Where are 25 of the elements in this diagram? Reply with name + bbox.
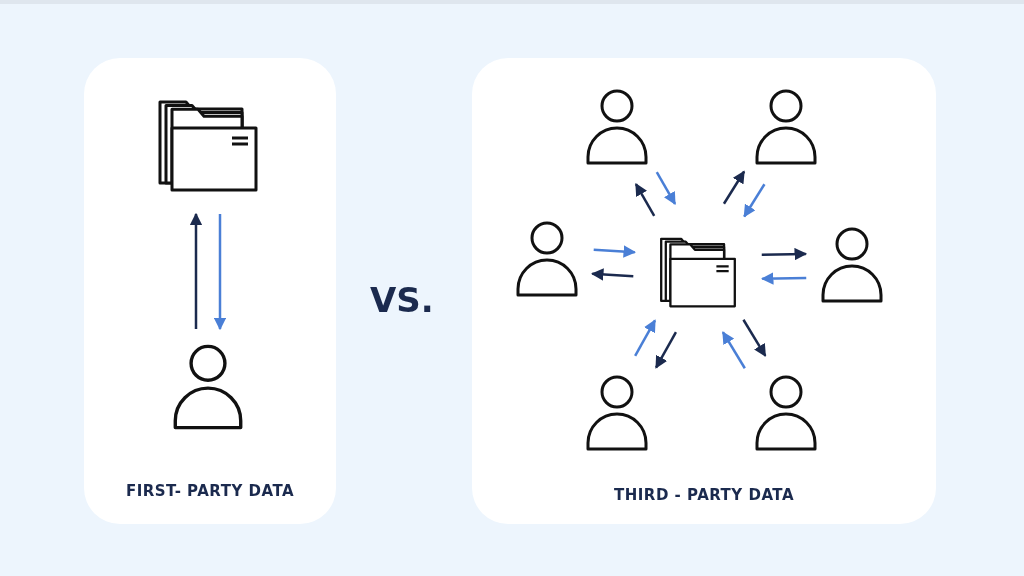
card-title: THIRD - PARTY DATA xyxy=(613,486,795,504)
arrow xyxy=(634,319,657,357)
person-icon xyxy=(754,374,818,452)
arrow xyxy=(761,247,807,261)
card-title: FIRST- PARTY DATA xyxy=(124,482,296,500)
arrow xyxy=(743,183,766,218)
arrow xyxy=(213,214,227,331)
arrow xyxy=(721,331,746,369)
arrow xyxy=(634,183,656,217)
arrow xyxy=(722,170,746,205)
card-panel xyxy=(84,58,336,524)
arrow xyxy=(742,319,767,357)
person-icon xyxy=(820,226,884,304)
versus-label: VS. xyxy=(370,280,434,320)
arrow xyxy=(655,171,677,205)
arrow xyxy=(761,272,807,285)
person-icon xyxy=(515,220,579,298)
arrow xyxy=(189,212,203,329)
arrow xyxy=(655,331,678,369)
person-icon xyxy=(585,88,649,166)
person-icon xyxy=(585,374,649,452)
card-panel xyxy=(472,58,936,524)
arrow xyxy=(591,268,634,281)
arrow xyxy=(593,245,636,258)
person-icon xyxy=(754,88,818,166)
